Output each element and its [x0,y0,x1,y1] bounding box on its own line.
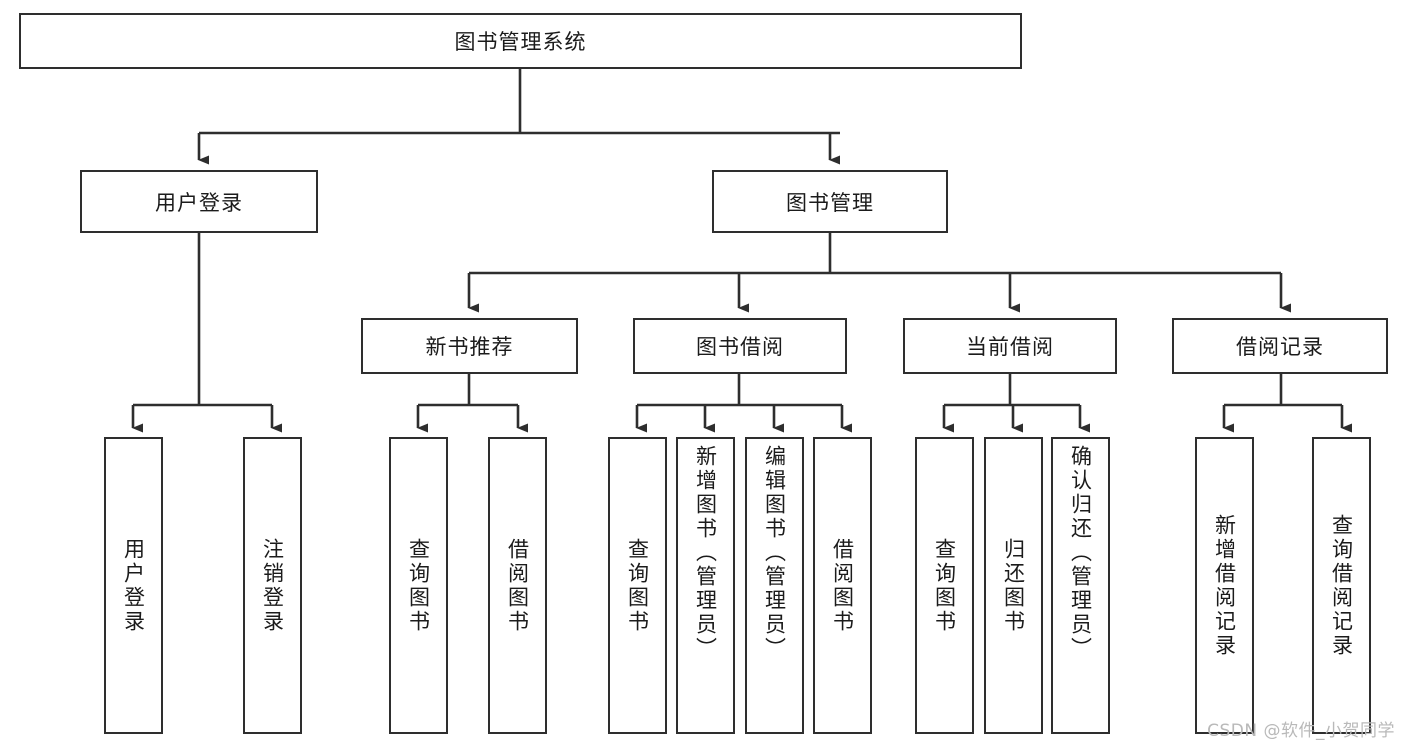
leaf-current-borrow-query-book[interactable]: 查询图书 [915,437,974,734]
node-new-book-recommend[interactable]: 新书推荐 [361,318,578,374]
leaf-label: 确认归还（管理员） [1068,445,1093,661]
leaf-label: 新增图书（管理员） [693,445,718,661]
leaf-label: 归还图书 [1001,537,1026,634]
leaf-current-borrow-confirm-return-admin[interactable]: 确认归还（管理员） [1051,437,1110,734]
node-book-borrow[interactable]: 图书借阅 [633,318,847,374]
leaf-book-borrow-query-book[interactable]: 查询图书 [608,437,667,734]
node-label: 用户登录 [155,190,243,215]
leaf-label: 借阅图书 [505,537,530,634]
leaf-book-borrow-borrow-book[interactable]: 借阅图书 [813,437,872,734]
leaf-label: 编辑图书（管理员） [762,445,787,661]
node-label: 当前借阅 [966,335,1054,359]
node-label: 新书推荐 [425,335,514,359]
watermark: CSDN @软件_小贺同学 [1207,721,1395,741]
node-label: 图书管理 [786,190,874,215]
leaf-label: 新增借阅记录 [1212,513,1237,658]
leaf-new-book-borrow-book[interactable]: 借阅图书 [488,437,547,734]
leaf-book-borrow-add-book-admin[interactable]: 新增图书（管理员） [676,437,735,734]
leaf-label: 查询借阅记录 [1329,513,1354,658]
node-borrow-record[interactable]: 借阅记录 [1172,318,1388,374]
leaf-user-login-login[interactable]: 用户登录 [104,437,163,734]
node-label: 图书管理系统 [454,30,587,54]
node-label: 借阅记录 [1236,335,1324,359]
node-user-login[interactable]: 用户登录 [80,170,318,233]
leaf-label: 查询图书 [932,537,957,634]
leaf-new-book-query-book[interactable]: 查询图书 [389,437,448,734]
leaf-book-borrow-edit-book-admin[interactable]: 编辑图书（管理员） [745,437,804,734]
leaf-label: 用户登录 [121,537,146,634]
node-root-book-management-system[interactable]: 图书管理系统 [19,13,1022,69]
leaf-label: 查询图书 [406,537,431,634]
node-current-borrow[interactable]: 当前借阅 [903,318,1117,374]
leaf-current-borrow-return-book[interactable]: 归还图书 [984,437,1043,734]
leaf-user-login-logout[interactable]: 注销登录 [243,437,302,734]
node-book-management[interactable]: 图书管理 [712,170,948,233]
leaf-label: 注销登录 [260,537,285,634]
leaf-borrow-record-query-record[interactable]: 查询借阅记录 [1312,437,1371,734]
leaf-label: 查询图书 [625,537,650,634]
leaf-borrow-record-add-record[interactable]: 新增借阅记录 [1195,437,1254,734]
node-label: 图书借阅 [696,335,784,359]
leaf-label: 借阅图书 [830,537,855,634]
